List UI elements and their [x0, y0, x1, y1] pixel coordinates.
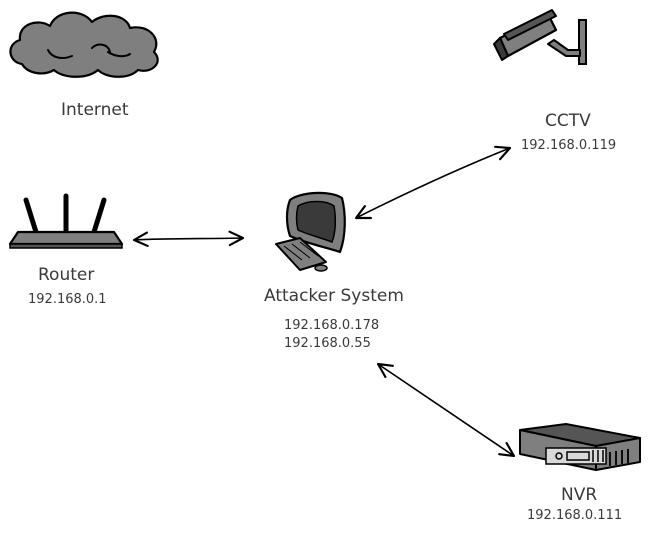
router-label: Router [38, 265, 95, 285]
attacker-ip-1: 192.168.0.178 [284, 318, 380, 333]
connection-attacker-nvr [376, 362, 516, 458]
attacker-label: Attacker System [264, 286, 404, 306]
cctv-label: CCTV [545, 111, 591, 131]
computer-icon [275, 191, 346, 272]
cctv-camera-icon [493, 9, 587, 65]
cctv-ip: 192.168.0.119 [521, 138, 617, 153]
cloud-icon [9, 11, 159, 78]
attacker-ip-2: 192.168.0.55 [284, 336, 371, 351]
nvr-label: NVR [561, 485, 598, 505]
router-icon [8, 193, 124, 249]
connection-attacker-cctv [354, 145, 512, 220]
nvr-icon [519, 423, 641, 471]
connection-router-attacker [132, 230, 245, 247]
internet-label: Internet [61, 100, 129, 120]
router-ip: 192.168.0.1 [28, 292, 107, 307]
nvr-ip: 192.168.0.111 [527, 508, 623, 523]
